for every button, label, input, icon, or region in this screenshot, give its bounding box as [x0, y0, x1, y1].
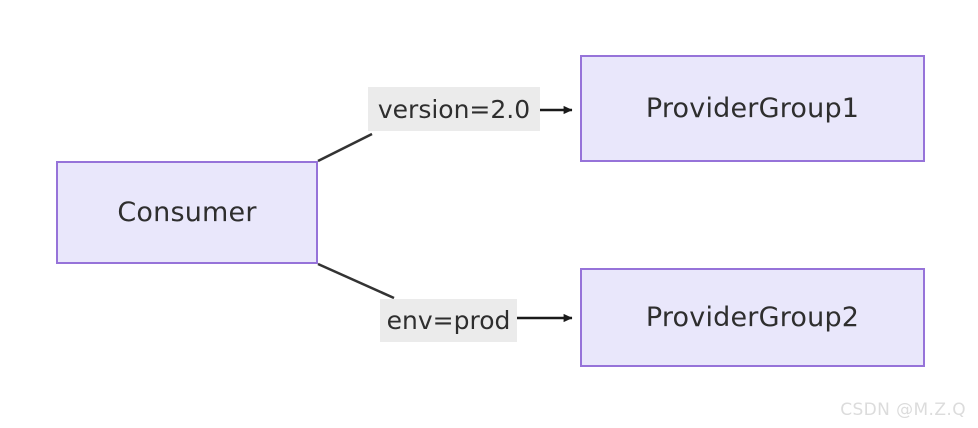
watermark: CSDN @M.Z.Q: [840, 400, 966, 420]
edge-consumer-to-provider-group-2-line: [317, 262, 395, 300]
node-provider-group-2[interactable]: ProviderGroup2: [580, 268, 925, 367]
edge-consumer-to-provider-group-1-line: [317, 132, 373, 163]
edge-label-env: env=prod: [380, 299, 517, 342]
node-provider-group-2-label: ProviderGroup2: [645, 302, 860, 333]
node-consumer-label: Consumer: [117, 197, 257, 228]
node-provider-group-1[interactable]: ProviderGroup1: [580, 55, 925, 162]
node-provider-group-1-label: ProviderGroup1: [645, 93, 860, 124]
edge-label-version: version=2.0: [368, 87, 540, 131]
node-consumer[interactable]: Consumer: [56, 161, 318, 264]
